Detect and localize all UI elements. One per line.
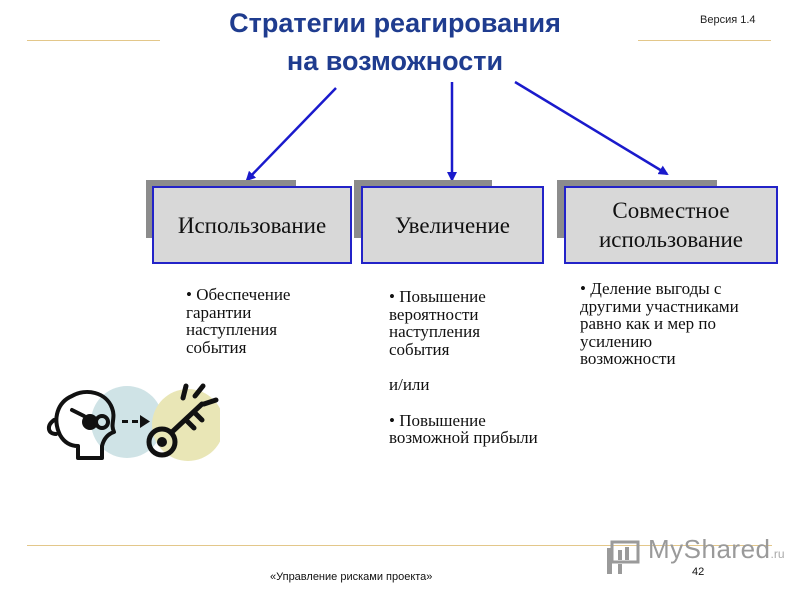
title-line-2: на возможности	[286, 46, 504, 76]
arrow-to-sharing	[514, 80, 669, 176]
usage-bullets: • Обеспечение гарантии наступления событ…	[186, 286, 336, 356]
strategy-box-sharing: Совместное использование	[564, 186, 778, 264]
arrow-to-usage	[245, 87, 337, 182]
strategy-label-usage: Использование	[177, 212, 327, 238]
logo-brand: MyShared	[648, 534, 771, 564]
logo-icon	[607, 540, 640, 574]
top-rule-left	[27, 40, 160, 41]
top-rule-right	[638, 40, 771, 41]
strategy-box-usage: Использование	[152, 186, 352, 264]
increase-bullet-2: • Повышение возможной прибыли	[389, 410, 538, 447]
course-title: «Управление рисками проекта»	[270, 571, 433, 583]
page-number: 42	[692, 566, 705, 578]
version-label: Версия 1.4	[700, 14, 756, 26]
title-line-1: Стратегии реагирования	[229, 8, 561, 38]
head-key-illustration	[47, 383, 220, 461]
logo-suffix: .ru	[770, 547, 785, 561]
page-title: Стратегии реагирования на возможности	[160, 4, 630, 80]
person-head-icon	[47, 390, 116, 460]
usage-bullet: • Обеспечение гарантии наступления событ…	[186, 285, 291, 357]
sharing-bullets: • Деление выгоды с другими участниками р…	[580, 280, 740, 368]
sharing-bullet: • Деление выгоды с другими участниками р…	[580, 279, 739, 368]
strategy-label-increase: Увеличение	[394, 212, 510, 238]
strategy-label-sharing: Совместное использование	[598, 198, 744, 252]
increase-bullets: • Повышение вероятности наступления собы…	[389, 288, 539, 447]
bottom-rule	[27, 545, 772, 546]
key-icon	[146, 383, 219, 458]
increase-connector: и/или	[389, 375, 430, 394]
strategy-box-increase: Увеличение	[361, 186, 544, 264]
increase-bullet-1: • Повышение вероятности наступления собы…	[389, 287, 486, 359]
logo-wordmark: MyShared.ru	[648, 534, 785, 565]
arrow-icon	[122, 415, 150, 428]
